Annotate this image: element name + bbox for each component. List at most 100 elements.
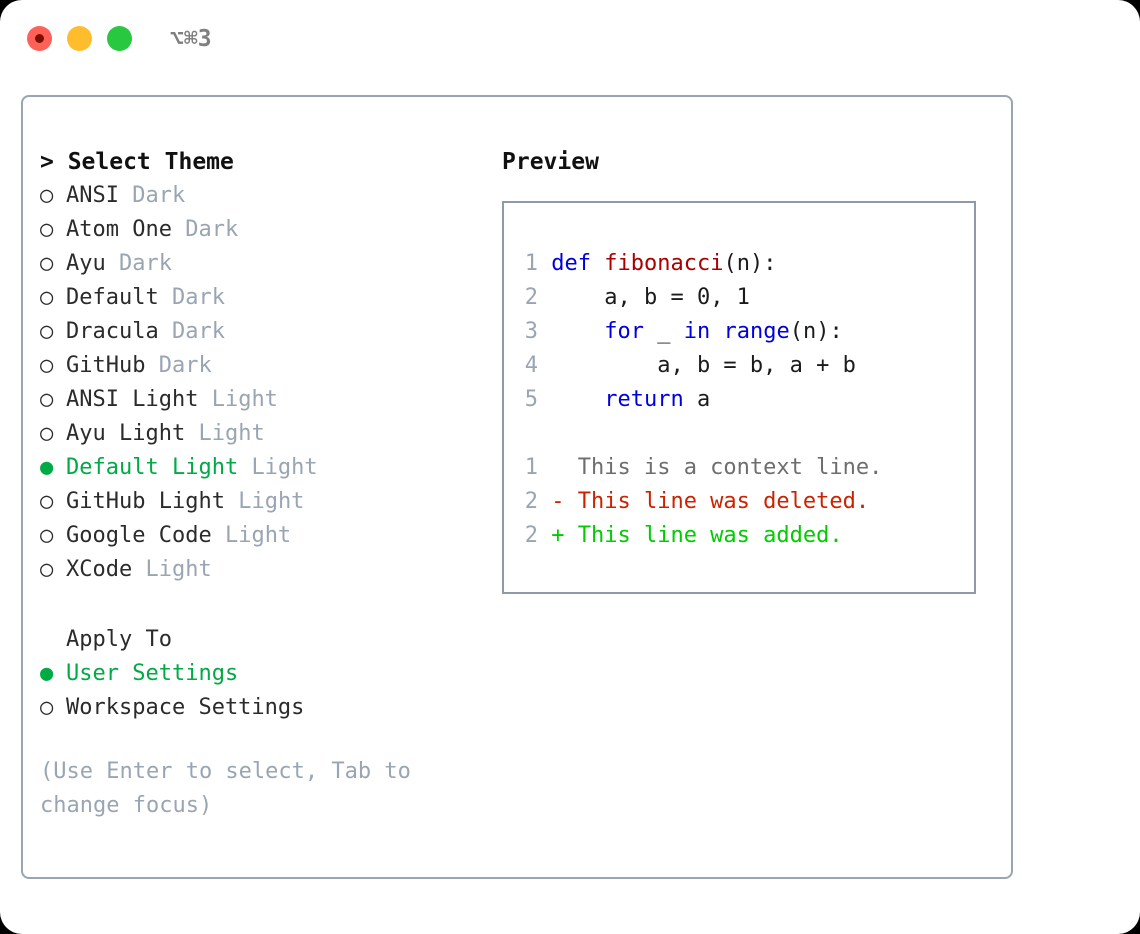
spacer	[145, 353, 158, 378]
theme-list-item[interactable]: ○ Default Dark	[40, 281, 480, 315]
close-button[interactable]	[27, 26, 52, 51]
theme-list-item[interactable]: ○ Dracula Dark	[40, 315, 480, 349]
code-token: a, b = 0, 1	[551, 285, 750, 310]
apply-to-heading: Apply To	[66, 627, 172, 652]
apply-to-label: Workspace Settings	[66, 695, 305, 720]
diff-text: This is a context line.	[538, 455, 883, 480]
spacer	[159, 285, 172, 310]
theme-variant-tag: Dark	[132, 183, 186, 208]
theme-variant-tag: Light	[238, 489, 305, 514]
spacer	[159, 319, 172, 344]
line-number: 2	[524, 489, 538, 514]
theme-selection-column: > Select Theme ○ANSI Dark○Atom One Dark○…	[40, 145, 480, 823]
theme-list-item[interactable]: ○Google Code Light	[40, 519, 480, 553]
theme-name-label: Atom One	[66, 217, 172, 242]
line-number: 1	[524, 251, 538, 276]
radio-unselected-icon: ○	[40, 183, 54, 208]
code-token: return	[604, 387, 684, 412]
minimize-button[interactable]	[67, 26, 92, 51]
apply-to-label: User Settings	[66, 661, 239, 686]
theme-name-label: Dracula	[66, 319, 159, 344]
theme-name-label: GitHub	[66, 353, 146, 378]
radio-selected-icon: ●	[40, 455, 54, 480]
theme-name-label: XCode	[66, 557, 133, 582]
theme-variant-tag: Light	[145, 557, 212, 582]
theme-list-item[interactable]: ○Ayu Dark	[40, 247, 480, 281]
theme-variant-tag: Light	[198, 421, 265, 446]
spacer	[238, 455, 251, 480]
theme-list-item[interactable]: ○ANSI Light Light	[40, 383, 480, 417]
line-number: 2	[524, 523, 538, 548]
radio-unselected-icon: ○	[40, 557, 54, 582]
spacer	[225, 489, 238, 514]
theme-variant-tag: Dark	[171, 285, 225, 310]
code-text: a, b = b, a + b	[538, 353, 856, 378]
spacer	[119, 183, 132, 208]
diff-line: 2 + This line was added.	[512, 519, 972, 553]
code-token: in	[683, 319, 711, 344]
theme-list-item[interactable]: ○ GitHub Light Light	[40, 485, 480, 519]
theme-list-item[interactable]: ○ ANSI Dark	[40, 179, 480, 213]
radio-unselected-icon: ○	[40, 695, 54, 720]
theme-variant-tag: Dark	[171, 319, 225, 344]
theme-name-label: ANSI	[66, 183, 119, 208]
line-number: 3	[524, 319, 538, 344]
keyboard-shortcut-label: ⌥⌘3	[170, 26, 212, 52]
radio-selected-icon: ●	[40, 661, 54, 686]
code-token: (n):	[723, 251, 777, 276]
theme-list-item[interactable]: ○ GitHub Dark	[40, 349, 480, 383]
apply-to-list: ● User Settings ○ Workspace Settings	[40, 657, 480, 725]
preview-column: Preview 1 def fibonacci(n):2 a, b = 0, 1…	[502, 145, 992, 594]
code-token: fibonacci	[604, 251, 724, 276]
theme-list-item[interactable]: ○ Atom One Dark	[40, 213, 480, 247]
code-token: range	[723, 319, 790, 344]
theme-variant-tag: Dark	[158, 353, 212, 378]
theme-name-label: GitHub Light	[66, 489, 225, 514]
theme-list-item[interactable]: ○ XCode Light	[40, 553, 480, 587]
code-text: a, b = 0, 1	[538, 285, 750, 310]
radio-unselected-icon: ○	[40, 489, 54, 514]
radio-unselected-icon: ○	[40, 319, 54, 344]
theme-list-item[interactable]: ○Ayu Light Light	[40, 417, 480, 451]
apply-to-item[interactable]: ● User Settings	[40, 657, 480, 691]
theme-variant-tag: Light	[224, 523, 292, 548]
apply-to-item[interactable]: ○ Workspace Settings	[40, 691, 480, 725]
radio-unselected-icon: ○	[40, 251, 54, 276]
spacer	[212, 523, 225, 548]
spacer	[106, 251, 119, 276]
code-blank-line	[512, 417, 972, 451]
theme-name-label: Ayu Light	[66, 421, 186, 446]
theme-list-item[interactable]: ●Default Light Light	[40, 451, 480, 485]
theme-name-label: Default Light	[66, 455, 239, 480]
line-number: 5	[524, 387, 538, 412]
select-theme-heading: > Select Theme	[40, 149, 234, 175]
code-token	[551, 387, 604, 412]
code-token: a	[683, 387, 711, 412]
radio-unselected-icon: ○	[40, 217, 54, 242]
spacer	[172, 217, 185, 242]
spacer	[198, 387, 211, 412]
theme-name-label: Ayu	[66, 251, 106, 276]
maximize-button[interactable]	[107, 26, 132, 51]
radio-unselected-icon: ○	[40, 523, 54, 548]
spacer	[132, 557, 145, 582]
theme-variant-tag: Dark	[185, 217, 239, 242]
code-token: a, b = b, a + b	[551, 353, 856, 378]
code-line: 4 a, b = b, a + b	[512, 349, 972, 383]
code-token: for	[604, 319, 644, 344]
diff-line: 2 - This line was deleted.	[512, 485, 972, 519]
theme-variant-tag: Light	[211, 387, 278, 412]
radio-unselected-icon: ○	[40, 387, 54, 412]
line-number: 1	[524, 455, 538, 480]
radio-unselected-icon: ○	[40, 285, 54, 310]
code-text: for _ in range(n):	[538, 319, 843, 344]
theme-name-label: Default	[66, 285, 159, 310]
diff-sample: 1 This is a context line. 2 - This line w…	[512, 451, 972, 553]
radio-unselected-icon: ○	[40, 353, 54, 378]
code-token: (n):	[789, 319, 843, 344]
code-token: def	[551, 251, 605, 276]
code-line: 5 return a	[512, 383, 972, 417]
